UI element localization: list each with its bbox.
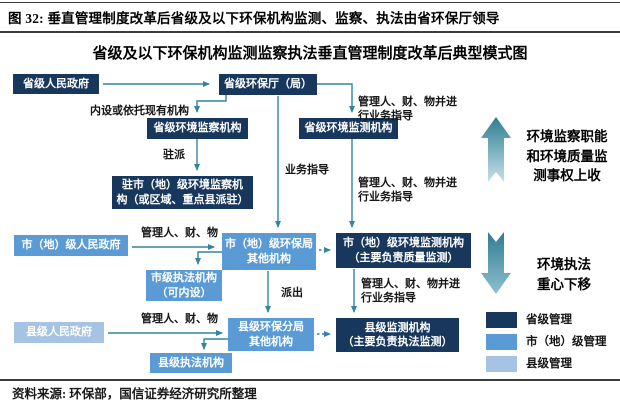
figure-title-text: 垂直管理制度改革后省级及以下环保机构监测、监察、执法由省环保厅领导 — [47, 11, 500, 26]
label-business-guidance: 业务指导 — [285, 164, 329, 176]
node-provincial-monitoring: 省级环境监测机构 — [299, 118, 398, 139]
figure-label: 图 32: — [8, 11, 44, 26]
label-dispatch-out: 派出 — [281, 287, 303, 299]
node-provincial-epa: 省级环保厅（局） — [219, 74, 317, 95]
annotation-upward-centralization: 环境监察职能 和环境质量监 测事权上收 — [526, 129, 608, 184]
legend-swatch-city — [486, 334, 517, 350]
legend-swatch-county — [486, 356, 517, 372]
legend-label-county: 县级管理 — [526, 358, 572, 370]
title-rule — [0, 31, 620, 33]
node-provincial-government: 省级人民政府 — [13, 74, 99, 94]
arrow-countyepb-to-countyenforcement — [201, 338, 228, 350]
node-county-government: 县级人民政府 — [14, 322, 104, 343]
legend-swatch-provincial — [486, 312, 517, 328]
legend-label-city: 市（地）级管理 — [526, 336, 607, 348]
label-station-dispatch: 驻派 — [163, 149, 185, 161]
label-manage-guide-province: 管理人、财、物并进 行业务指导 — [358, 96, 457, 123]
node-city-monitoring: 市（地）级环境监测机构 （主要负责质量监测） — [336, 233, 471, 268]
diagram-subtitle: 省级及以下环保机构监测监察执法垂直管理制度改革后典型模式图 — [92, 46, 528, 62]
node-city-enforcement: 市级执法机构 （可内设） — [146, 270, 222, 301]
node-city-epb-other: 市（地）级环保局 其他机构 — [222, 233, 316, 270]
top-rule — [0, 2, 620, 3]
label-manage-county: 管理人、财、物 — [141, 313, 218, 325]
node-county-enforcement: 县级执法机构 — [150, 353, 232, 373]
arrow-provepa-to-provmonitoring — [317, 83, 355, 113]
source-note: 资料来源: 环保部，国信证券经济研究所整理 — [12, 387, 257, 401]
label-manage-guide-county: 管理人、财、物并进 行业务指导 — [361, 278, 460, 305]
node-provincial-supervision: 省级环境监察机构 — [147, 118, 248, 139]
arrow-provepa-to-provsupervision — [194, 95, 227, 113]
node-city-government: 市（地）级人民政府 — [14, 235, 128, 256]
big-up-arrow — [481, 117, 511, 182]
node-stationed-supervision: 驻市（地）级环境监察机 构（或区域、重点县派驻） — [112, 176, 253, 209]
figure-title: 图 32: 垂直管理制度改革后省级及以下环保机构监测、监察、执法由省环保厅领导 — [8, 7, 614, 27]
arrow-cityepb-to-cityenforcement — [195, 251, 222, 265]
footer-rule — [0, 379, 620, 381]
annotation-downward-enforcement: 环境执法 重心下移 — [537, 257, 591, 292]
label-manage-guide-city: 管理人、财、物并进 行业务指导 — [358, 177, 457, 204]
node-county-epb-other: 县级环保分局 其他机构 — [228, 318, 314, 351]
legend-label-provincial: 省级管理 — [526, 314, 572, 326]
label-internal-setup: 内设或依托现有机构 — [90, 105, 189, 117]
label-manage-city: 管理人、财、物 — [141, 227, 218, 239]
big-down-arrow — [481, 232, 511, 294]
node-county-monitoring: 县级监测机构 （主要负责执法监测） — [336, 318, 459, 352]
